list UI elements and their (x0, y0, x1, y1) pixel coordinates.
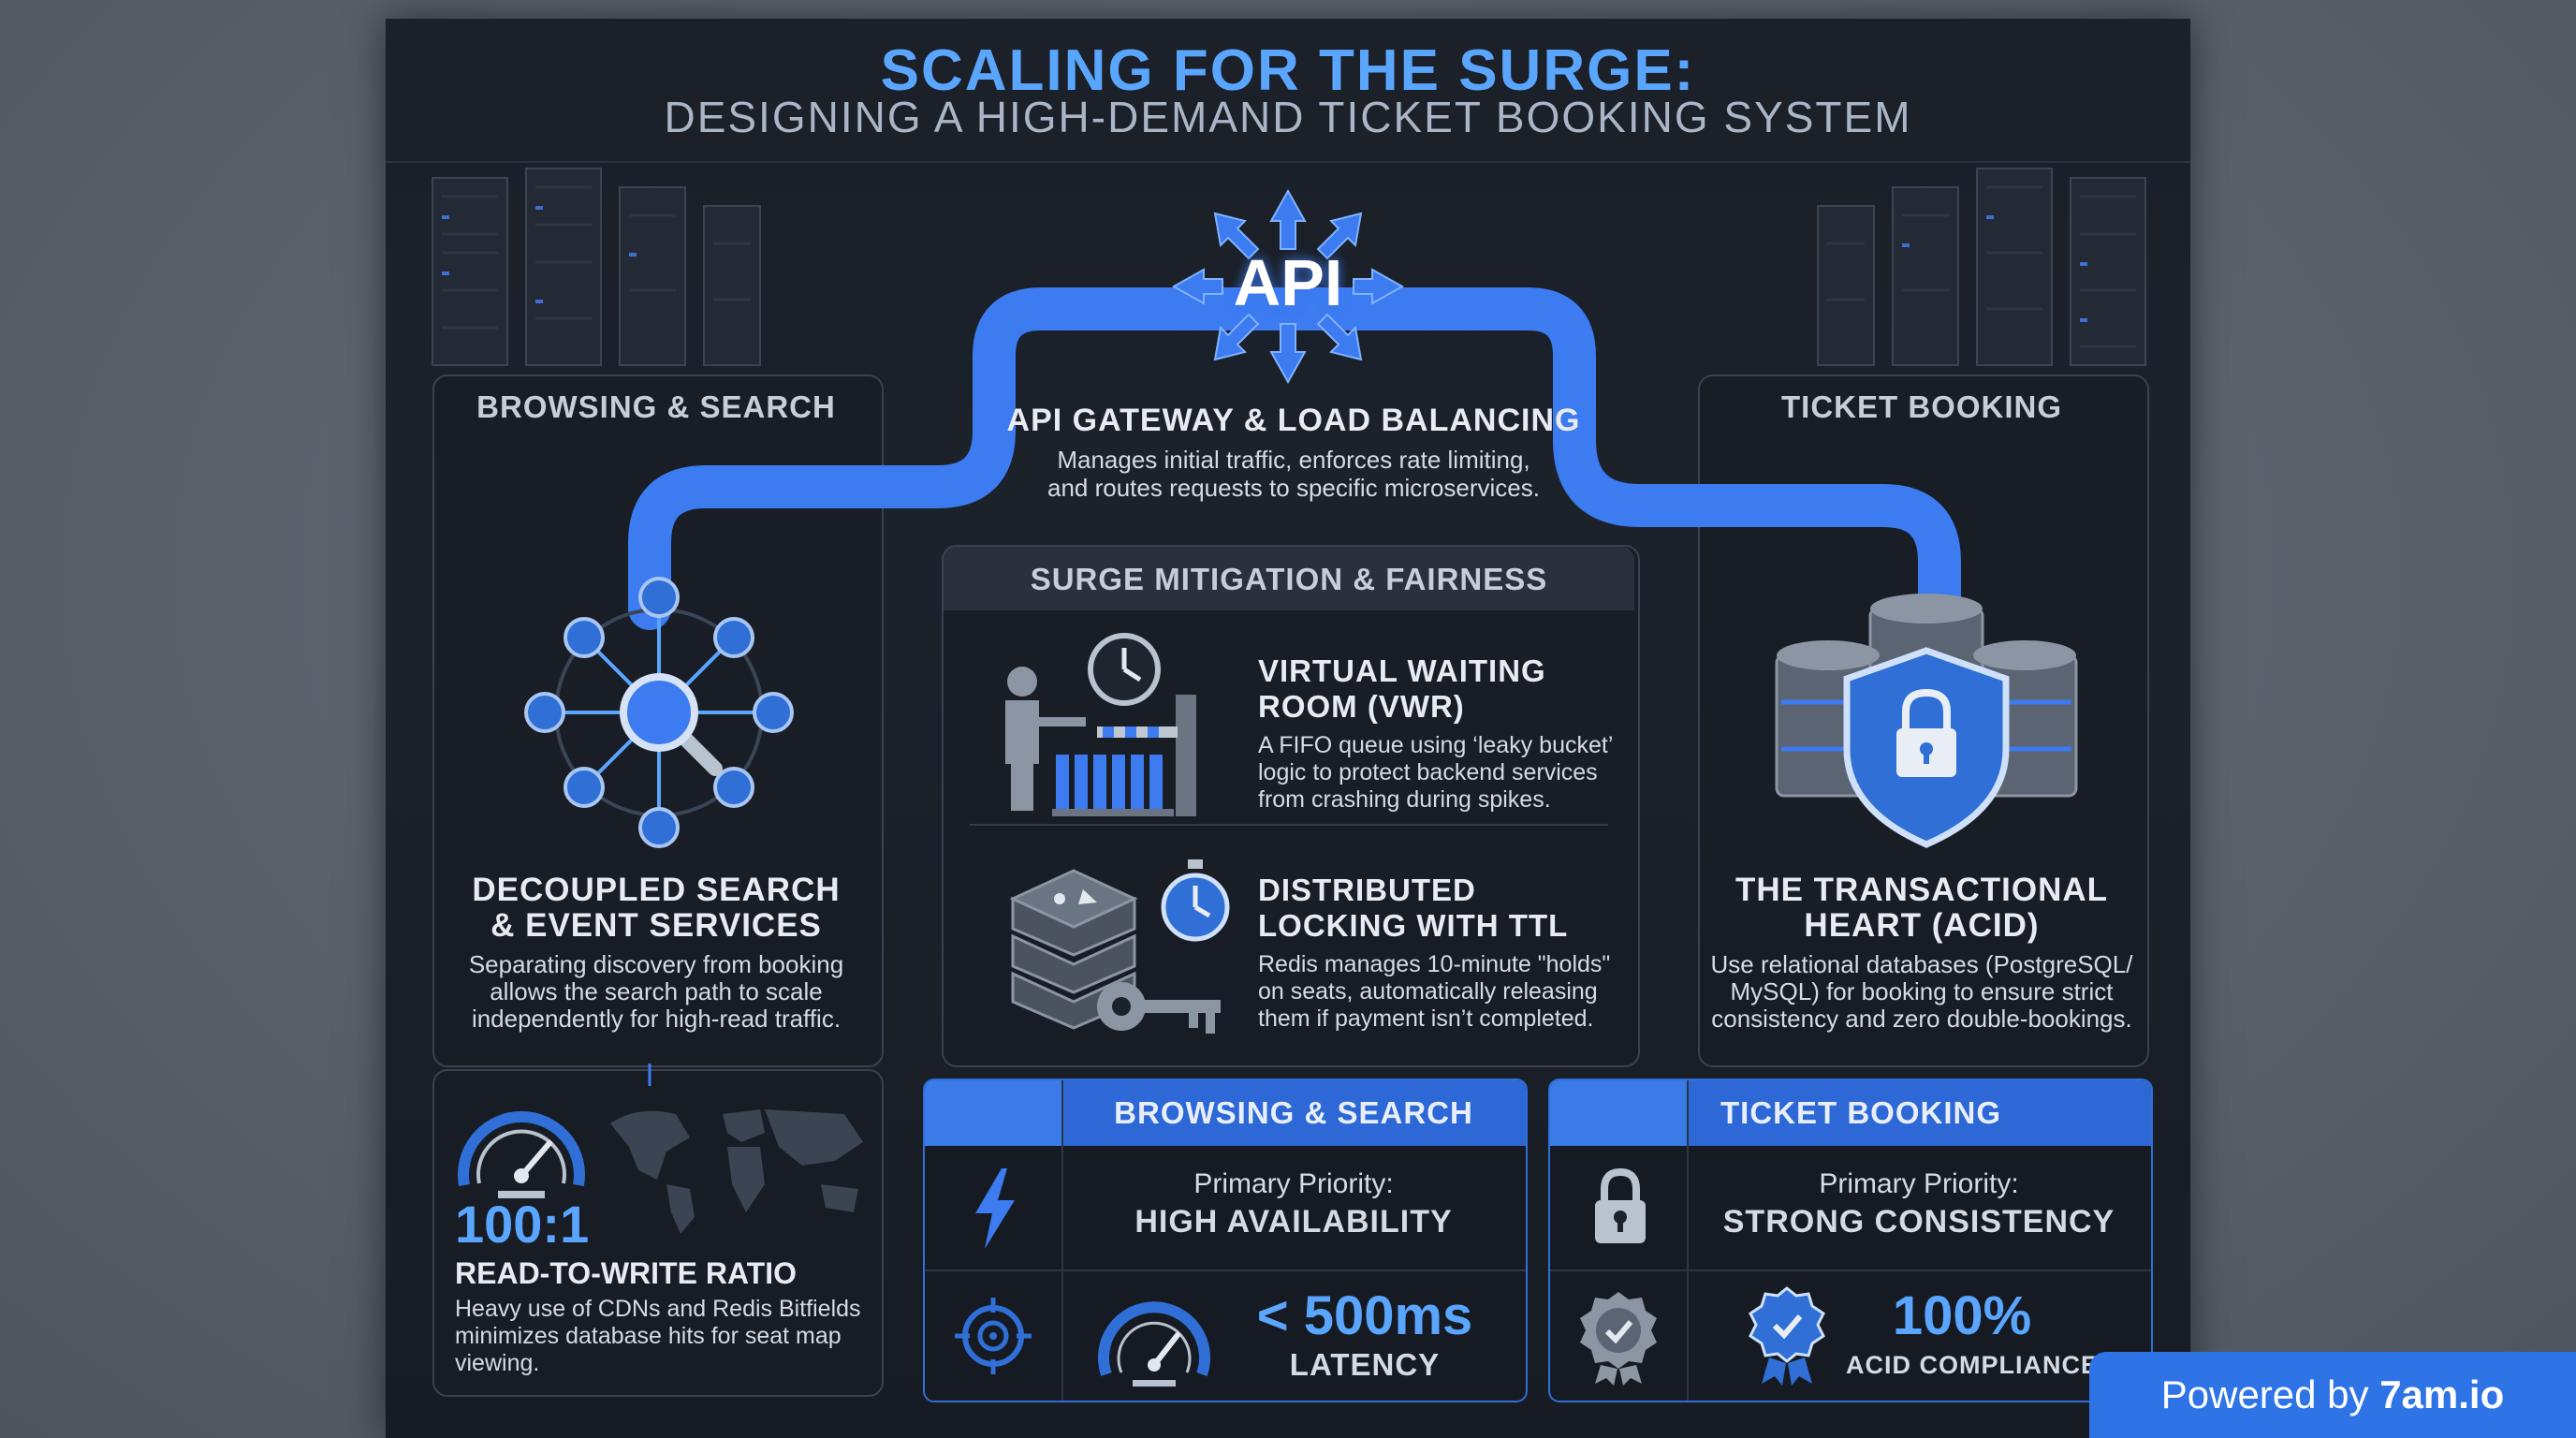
gateway-line-1: Manages initial traffic, enforces rate l… (1057, 446, 1530, 474)
server-racks-left-icon (432, 168, 761, 366)
verified-badge-icon (1749, 1286, 1825, 1386)
decoupled-search-heading-2: & EVENT SERVICES (490, 907, 822, 944)
transactional-heart-heading-2: HEART (ACID) (1804, 907, 2040, 944)
browsing-search-header: BROWSING & SEARCH (476, 389, 836, 424)
vwr-line-2: logic to protect backend services (1258, 759, 1598, 785)
browsing-priority-label: Primary Priority: (1193, 1168, 1394, 1199)
padlock-icon (1595, 1167, 1646, 1243)
acid-label: ACID COMPLIANCE (1846, 1351, 2099, 1379)
powered-by-text: Powered by 7am.io (2089, 1352, 2576, 1438)
powered-by-prefix: Powered by (2160, 1372, 2380, 1416)
vwr-heading-1: VIRTUAL WAITING (1258, 653, 1546, 688)
locking-heading-2: LOCKING WITH TTL (1258, 908, 1569, 943)
ratio-line-2: minimizes database hits for seat map (455, 1323, 842, 1349)
booking-priority-label: Primary Priority: (1819, 1168, 2019, 1199)
powered-by-brand: 7am.io (2379, 1372, 2505, 1416)
decoupled-search-line-1: Separating discovery from booking (468, 950, 844, 978)
acid-value: 100% (1892, 1285, 2032, 1346)
world-map-icon (610, 1109, 863, 1234)
transactional-heart-line-1: Use relational databases (PostgreSQL/ (1710, 950, 2133, 978)
ticket-booking-header: TICKET BOOKING (1781, 389, 2062, 424)
booking-table-divider (1687, 1080, 1689, 1401)
clock-icon (1088, 633, 1161, 706)
decoupled-search-line-3: independently for high-read traffic. (471, 1005, 842, 1033)
browsing-priority-table: BROWSING & SEARCH Primary Priority: HIGH… (923, 1078, 1528, 1402)
locking-line-3: them if payment isn’t completed. (1258, 1005, 1594, 1032)
surge-divider (970, 824, 1608, 826)
browsing-priority-value: HIGH AVAILABILITY (1134, 1204, 1453, 1240)
powered-by-badge[interactable]: Powered by 7am.io (2089, 1352, 2576, 1438)
decoupled-search-heading-1: DECOUPLED SEARCH (472, 872, 841, 908)
booking-priority-value: STRONG CONSISTENCY (1722, 1204, 2115, 1240)
transactional-heart-heading-1: THE TRANSACTIONAL (1734, 872, 2109, 908)
key-icon (1097, 982, 1221, 1034)
stopwatch-icon (1161, 859, 1230, 942)
locking-line-1: Redis manages 10-minute "holds" (1258, 951, 1611, 977)
decoupled-search-line-2: allows the search path to scale (490, 977, 823, 1005)
booking-table-corner (1550, 1080, 1687, 1146)
vwr-line-1: A FIFO queue using ‘leaky bucket’ (1258, 732, 1614, 758)
title-band (386, 19, 2190, 163)
ratio-line-1: Heavy use of CDNs and Redis Bitfields (455, 1296, 861, 1322)
api-arrows-icon (1171, 188, 1405, 385)
locking-heading-1: DISTRIBUTED (1258, 873, 1476, 907)
server-racks-right-icon (1817, 168, 2146, 366)
browsing-table-divider (1061, 1080, 1063, 1401)
page-subtitle: DESIGNING A HIGH-DEMAND TICKET BOOKING S… (664, 93, 1912, 141)
ratio-line-3: viewing. (455, 1350, 540, 1376)
booking-priority-table: TICKET BOOKING Primary Priority: STRONG … (1548, 1078, 2153, 1402)
browsing-table-corner (925, 1080, 1061, 1146)
booking-table-row-divider (1550, 1269, 2151, 1271)
ratio-value: 100:1 (455, 1195, 590, 1254)
latency-value: < 500ms (1256, 1285, 1473, 1346)
vwr-line-3: from crashing during spikes. (1258, 786, 1551, 813)
surge-mitigation-header: SURGE MITIGATION & FAIRNESS (1030, 562, 1548, 596)
gateway-heading: API GATEWAY & LOAD BALANCING (1006, 403, 1581, 438)
transactional-heart-line-3: consistency and zero double-bookings. (1711, 1005, 2132, 1033)
surge-header-band (944, 547, 1634, 610)
gateway-line-2: and routes requests to specific microser… (1047, 474, 1540, 502)
locking-line-2: on seats, automatically releasing (1258, 978, 1598, 1005)
speedometer-icon (458, 1110, 585, 1198)
waiting-room-icon (1005, 667, 1196, 816)
ratio-label: READ-TO-WRITE RATIO (455, 1256, 797, 1290)
transactional-heart-line-2: MySQL) for booking to ensure strict (1730, 977, 2114, 1005)
vwr-heading-2: ROOM (VWR) (1258, 689, 1465, 724)
infographic-poster: SCALING FOR THE SURGE: DESIGNING A HIGH-… (386, 19, 2190, 1438)
target-icon (955, 1298, 1032, 1374)
network-search-icon (524, 577, 794, 848)
traffic-flow-connector (628, 287, 1961, 1086)
certificate-badge-icon (1580, 1292, 1657, 1386)
page-title: SCALING FOR THE SURGE: (880, 38, 1696, 103)
browsing-table-row-divider (925, 1269, 1526, 1271)
booking-table-header: TICKET BOOKING (1720, 1095, 2001, 1130)
latency-gauge-icon (1098, 1301, 1210, 1387)
browsing-table-header: BROWSING & SEARCH (1114, 1095, 1473, 1130)
latency-label: LATENCY (1289, 1347, 1441, 1382)
api-label: API (1233, 246, 1343, 319)
redis-stack-icon (1009, 869, 1138, 1030)
database-shield-icon (1775, 594, 2078, 848)
lightning-icon (975, 1168, 1015, 1249)
